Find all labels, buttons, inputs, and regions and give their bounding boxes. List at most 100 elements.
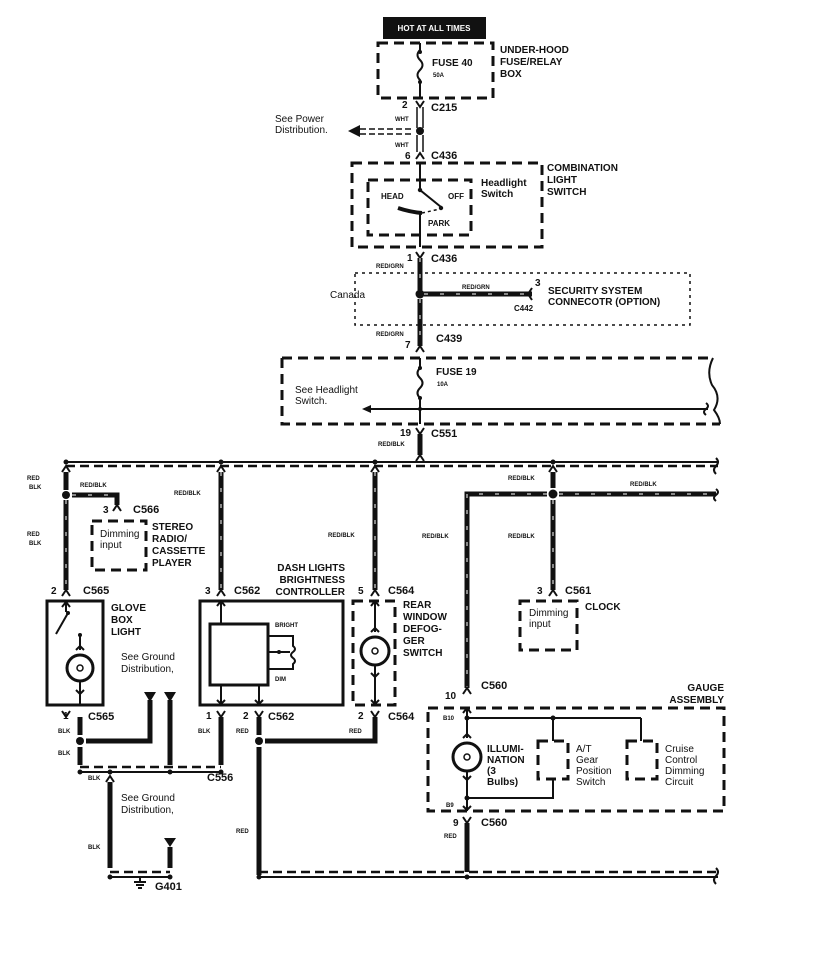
defogger-title-3: DEFOG- — [403, 624, 442, 635]
arrow-left-icon — [362, 405, 371, 413]
glove-title-1: GLOVE — [111, 603, 146, 614]
stereo-dimming-1: Dimming — [100, 529, 139, 540]
splice-power — [416, 127, 424, 135]
connector-c439: RED/GRN 7 C439 — [376, 332, 462, 353]
at-label-4: Switch — [576, 777, 605, 788]
power-ref-line2: Distribution. — [275, 125, 328, 136]
c560-top-pin: 10 — [445, 691, 457, 702]
illumination-3: (3 — [487, 766, 496, 777]
ground-g401: G401 — [107, 838, 182, 893]
connector-c436-bottom: 1 C436 RED/GRN — [376, 251, 457, 290]
c551-wire-color: RED/BLK — [378, 442, 405, 448]
fuse-40-label: FUSE 40 — [432, 58, 473, 69]
security-wire-color: RED/GRN — [462, 285, 490, 291]
connector-symbol — [415, 151, 425, 160]
stereo-radio: 3 C566 Dimming input STEREO RADIO/ CASSE… — [90, 503, 206, 572]
dash-title-3: CONTROLLER — [276, 587, 346, 598]
power-distribution-ref[interactable]: See Power Distribution. — [275, 114, 414, 137]
ground-distribution-ref-2[interactable]: See Ground Distribution, — [121, 793, 175, 816]
clock-dimming-1: Dimming — [529, 608, 568, 619]
glove-switch-contact — [55, 612, 69, 635]
combination-light-switch: HEAD OFF PARK Headlight Switch COMBINATI… — [350, 161, 618, 249]
glove-wire-mid-1: RED — [27, 532, 40, 538]
security-title-2: CONNECOTR (OPTION) — [548, 297, 660, 308]
c436-bottom-pin: 1 — [407, 253, 413, 264]
headlight-switch-ref[interactable]: See Headlight Switch. — [295, 385, 709, 416]
illumination-2: NATION — [487, 755, 525, 766]
bulb-icon — [359, 635, 391, 667]
canada-security-option: Canada RED/GRN 3 C442 SECURITY SYSTEM CO… — [330, 272, 691, 346]
g401-label: G401 — [155, 881, 182, 893]
bright-label: BRIGHT — [275, 623, 298, 629]
stereo-dimming-2: input — [100, 540, 122, 551]
ground-ref-2-line2: Distribution, — [121, 805, 174, 816]
right-wire-color: RED/BLK — [630, 482, 657, 488]
canada-label: Canada — [330, 290, 365, 301]
defogger-title-5: SWITCH — [403, 648, 442, 659]
security-title-1: SECURITY SYSTEM — [548, 286, 642, 297]
right-top-wire-color: RED/BLK — [508, 476, 535, 482]
clock-title: CLOCK — [585, 602, 621, 613]
c215-label: C215 — [431, 102, 457, 114]
c560-top-label: C560 — [481, 680, 507, 692]
clock: 3 C561 Dimming input CLOCK — [518, 585, 621, 652]
c561-pin: 3 — [537, 586, 543, 597]
ground-symbol-icon — [134, 877, 146, 889]
ground-ref-arrow-icon — [164, 838, 176, 847]
c551-pin: 19 — [400, 428, 412, 439]
clock-dimming-2: input — [529, 619, 551, 630]
c564-top-pin: 5 — [358, 586, 364, 597]
defogger-wire-color: RED/BLK — [328, 533, 355, 539]
c564-bottom-pin: 2 — [358, 711, 364, 722]
glove-box-light-circuit: RED BLK RED/BLK RED BLK 2 C565 GLOVE BOX… — [27, 464, 176, 765]
c442-label: C442 — [514, 304, 534, 313]
illumination-4: Bulbs) — [487, 777, 518, 788]
ground-distribution-ref-1[interactable]: See Ground Distribution, — [121, 652, 175, 675]
headlight-ref-line2: Switch. — [295, 396, 327, 407]
fuse-19-symbol — [416, 358, 424, 424]
bulb-icon — [65, 653, 95, 683]
underhood-title-3: BOX — [500, 69, 522, 80]
c436-top-pin: 6 — [405, 151, 411, 162]
connector-symbol — [415, 100, 425, 109]
c436-top-label: C436 — [431, 150, 457, 162]
gauge-terminal-b9: B9 — [446, 803, 454, 809]
c564-bottom-wire: RED — [349, 729, 362, 735]
right-branch-circuit: RED/BLK RED/BLK RED/BLK RED/BLK — [422, 464, 719, 688]
combo-title-1: COMBINATION — [547, 163, 618, 174]
dim-label: DIM — [275, 677, 286, 683]
dash-lights-brightness-controller: RED/BLK 3 C562 DASH LIGHTS BRIGHTNESS CO… — [174, 464, 378, 875]
cruise-label-3: Dimming — [665, 766, 704, 777]
c565-top-pin: 2 — [51, 586, 57, 597]
underhood-title-1: UNDER-HOOD — [500, 45, 569, 56]
glove-ground-wire-2: BLK — [58, 751, 71, 757]
c439-label: C439 — [436, 333, 462, 345]
ground-ref-1-line2: Distribution, — [121, 664, 174, 675]
connector-c215: 2 C215 WHT — [395, 100, 457, 128]
c562-top-label: C562 — [234, 585, 260, 597]
c215-pin: 2 — [402, 100, 408, 111]
c562-pin2-wire: RED — [236, 729, 249, 735]
hot-at-all-times-badge: HOT AT ALL TIMES — [383, 17, 486, 39]
hot-badge-text: HOT AT ALL TIMES — [398, 24, 472, 33]
gauge-assembly: 10 C560 GAUGE ASSEMBLY B10 B9 ILLUMI- NA… — [426, 680, 726, 872]
g401-wire-color: BLK — [88, 845, 101, 851]
glove-title-3: LIGHT — [111, 627, 141, 638]
c564-bottom-label: C564 — [388, 711, 415, 723]
connector-c551: 19 C551 RED/BLK — [378, 427, 457, 462]
dash-wire-color: RED/BLK — [174, 491, 201, 497]
c439-pin: 7 — [405, 340, 411, 351]
glove-title-2: BOX — [111, 615, 133, 626]
connector-c436-top: WHT 6 C436 — [395, 135, 457, 162]
underhood-title-2: FUSE/RELAY — [500, 57, 563, 68]
illumination-1: ILLUMI- — [487, 744, 524, 755]
c565-top-label: C565 — [83, 585, 109, 597]
c439-wire-color: RED/GRN — [376, 332, 404, 338]
switch-off-label: OFF — [448, 192, 464, 201]
c556-label: C556 — [207, 772, 233, 784]
c562-bottom-label: C562 — [268, 711, 294, 723]
c560-bottom-wire: RED — [444, 834, 457, 840]
c562-pin1: 1 — [206, 711, 212, 722]
combo-title-3: SWITCH — [547, 187, 586, 198]
cruise-dimming-box — [625, 739, 659, 781]
